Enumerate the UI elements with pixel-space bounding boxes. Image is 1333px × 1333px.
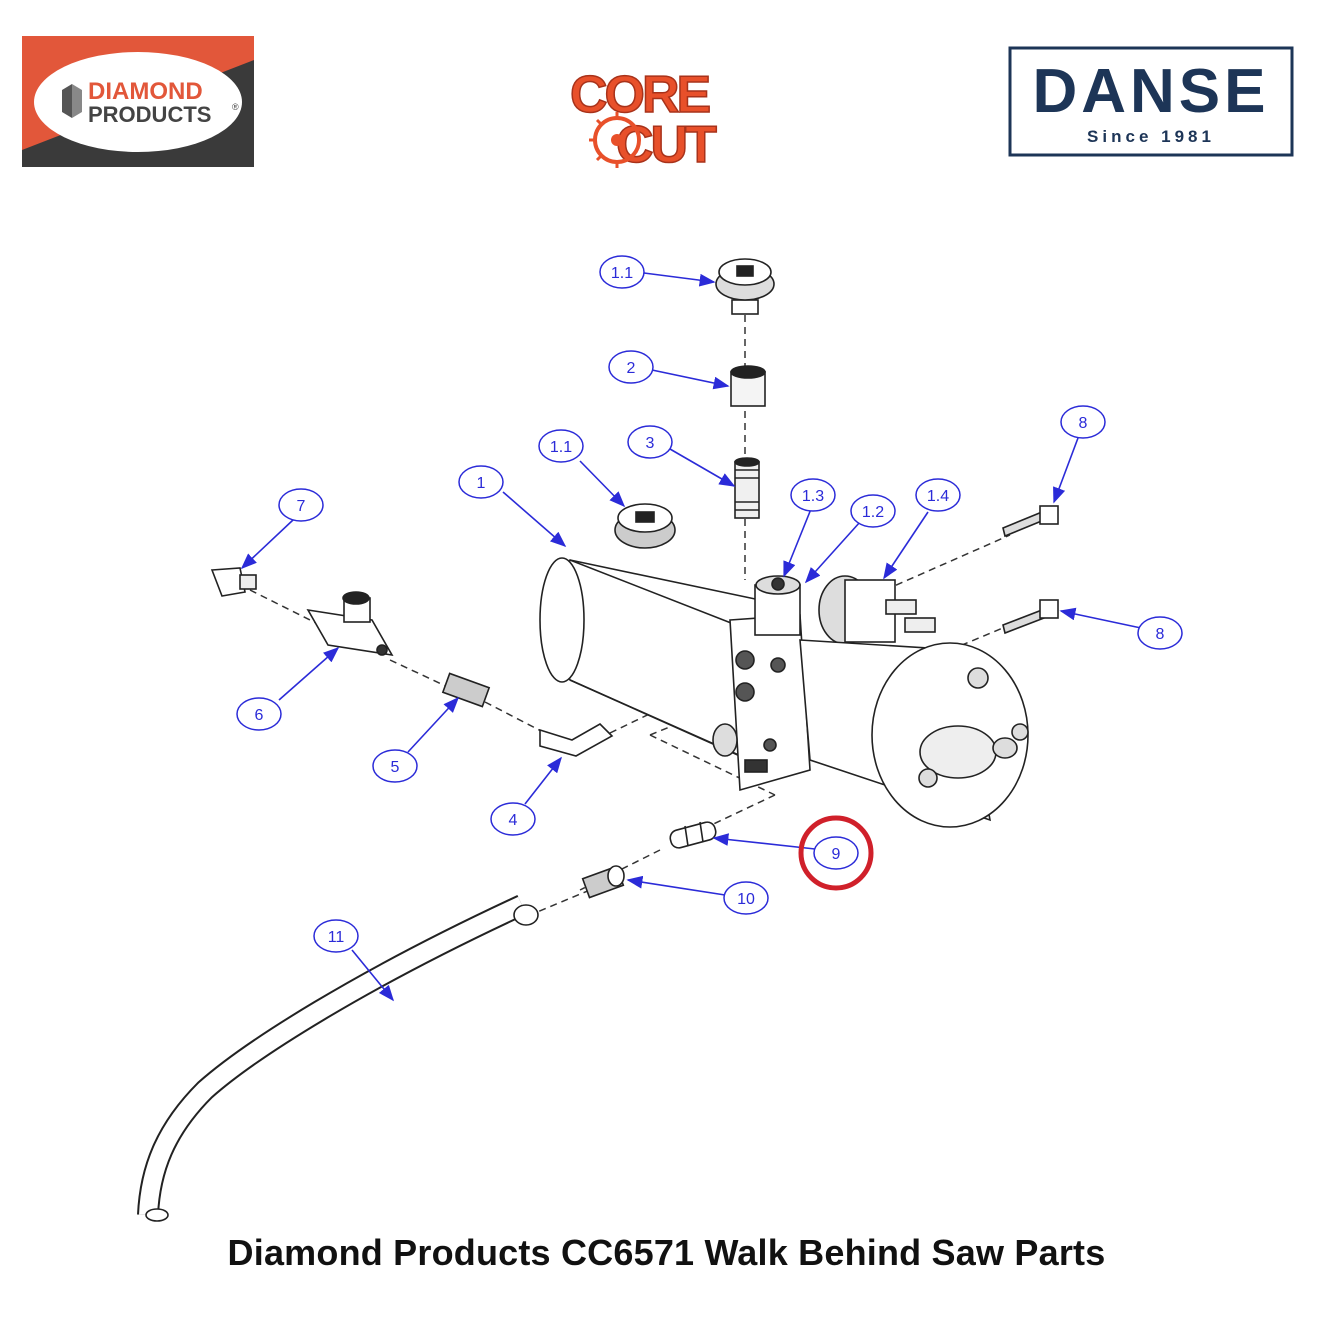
hose — [137, 895, 539, 1222]
callout-1-1-tank[interactable]: 1.1 — [538, 429, 584, 463]
hex-nipple — [441, 672, 491, 708]
svg-text:9: 9 — [832, 846, 841, 863]
pump-manifold — [712, 614, 811, 792]
parts — [137, 258, 1059, 1222]
pipe-nipple — [734, 457, 760, 519]
callout-3[interactable]: 3 — [627, 425, 673, 459]
svg-text:8: 8 — [1079, 415, 1088, 432]
elbow — [539, 723, 614, 757]
breather-cap-top — [715, 258, 775, 315]
corecut-logo: CORE CUT — [569, 65, 721, 175]
page-title: Diamond Products CC6571 Walk Behind Saw … — [227, 1232, 1106, 1273]
svg-text:6: 6 — [255, 707, 264, 724]
callout-1[interactable]: 1 — [458, 465, 504, 499]
diamond-products-logo: DIAMOND PRODUCTS ® — [22, 36, 254, 167]
bolt-upper — [1002, 505, 1059, 538]
callout-4[interactable]: 4 — [490, 802, 536, 836]
danse-logo-name: DANSE — [1032, 57, 1269, 126]
callout-1-1-top[interactable]: 1.1 — [599, 255, 645, 289]
filter-adapter — [669, 821, 717, 849]
elbow-fitting — [210, 567, 257, 597]
callout-1-4[interactable]: 1.4 — [915, 478, 961, 512]
callout-5[interactable]: 5 — [372, 749, 418, 783]
svg-text:11: 11 — [328, 929, 345, 946]
svg-text:5: 5 — [391, 759, 400, 776]
coupling — [730, 365, 766, 407]
svg-text:2: 2 — [627, 360, 636, 377]
svg-text:1.1: 1.1 — [550, 439, 572, 456]
tank-cap — [614, 503, 676, 549]
diamond-emblem-icon — [62, 84, 82, 118]
svg-text:10: 10 — [737, 891, 755, 908]
svg-text:1.2: 1.2 — [862, 504, 884, 521]
svg-text:1: 1 — [477, 475, 486, 492]
svg-text:1.1: 1.1 — [611, 265, 633, 282]
callout-6[interactable]: 6 — [236, 697, 282, 731]
danse-logo-since: Since 1981 — [1087, 127, 1215, 146]
danse-logo: DANSE Since 1981 — [1008, 46, 1294, 157]
callout-8-upper[interactable]: 8 — [1060, 405, 1106, 439]
callout-10[interactable]: 10 — [723, 881, 769, 915]
corecut-logo-line1: CORE — [570, 66, 710, 124]
tee-valve — [306, 591, 394, 657]
diamond-logo-mark: ® — [232, 102, 239, 112]
callout-2[interactable]: 2 — [608, 350, 654, 384]
electric-motor — [799, 639, 1029, 828]
callout-1-3[interactable]: 1.3 — [790, 478, 836, 512]
svg-text:4: 4 — [509, 812, 518, 829]
relief-valve — [754, 575, 801, 636]
callout-11[interactable]: 11 — [313, 919, 359, 953]
svg-text:7: 7 — [297, 498, 306, 515]
svg-text:1.3: 1.3 — [802, 488, 824, 505]
callout-7[interactable]: 7 — [278, 488, 324, 522]
bolt-lower — [1002, 599, 1059, 635]
callout-8-lower[interactable]: 8 — [1137, 616, 1183, 650]
leader-lines — [240, 272, 1142, 1002]
saw-blade-icon — [589, 112, 641, 168]
svg-text:1.4: 1.4 — [927, 488, 949, 505]
callouts: 1.1 2 3 1.1 1 1.3 1.2 1.4 — [236, 255, 1183, 953]
diamond-logo-line2: PRODUCTS — [88, 102, 211, 127]
svg-text:8: 8 — [1156, 626, 1165, 643]
hose-barb — [581, 865, 625, 899]
diamond-logo-line1: DIAMOND — [88, 78, 203, 105]
callout-9-highlighted[interactable]: 9 — [798, 815, 874, 891]
callout-1-2[interactable]: 1.2 — [850, 494, 896, 528]
svg-text:3: 3 — [646, 435, 655, 452]
